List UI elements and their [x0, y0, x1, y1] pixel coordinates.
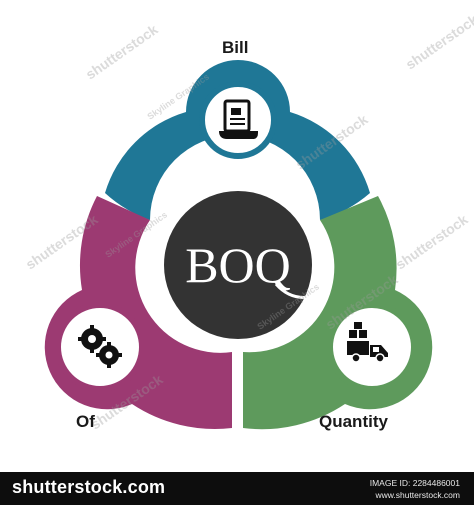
- gears-icon: [78, 325, 122, 368]
- scroll-document-icon: [219, 99, 258, 139]
- label-quantity: Quantity: [319, 412, 388, 431]
- watermark-stock-1: shutterstock: [83, 21, 161, 82]
- center-text: BOQ: [185, 237, 291, 293]
- label-bill: Bill: [222, 38, 249, 57]
- footer-site: www.shutterstock.com: [375, 490, 460, 500]
- segment-bill: [105, 60, 370, 220]
- delivery-truck-icon: [347, 322, 388, 363]
- footer-bar: shutterstock.com IMAGE ID: 2284486001 ww…: [0, 472, 474, 505]
- center-hub: BOQ: [153, 180, 323, 350]
- segment-of: [44, 196, 233, 429]
- center-text-tail: [274, 282, 311, 299]
- label-of: Of: [76, 412, 95, 431]
- footer-brand: shutterstock.com: [12, 477, 166, 497]
- center-circle: [164, 191, 312, 339]
- footer-meta: IMAGE ID: 2284486001 www.shutterstock.co…: [370, 477, 460, 501]
- footer-image-id: IMAGE ID: 2284486001: [369, 478, 460, 488]
- watermark-stock-7: shutterstock: [393, 211, 471, 272]
- watermark-stock-6: shutterstock: [403, 11, 474, 72]
- segment-quantity: [243, 196, 433, 430]
- of-icon-circle: [55, 302, 145, 392]
